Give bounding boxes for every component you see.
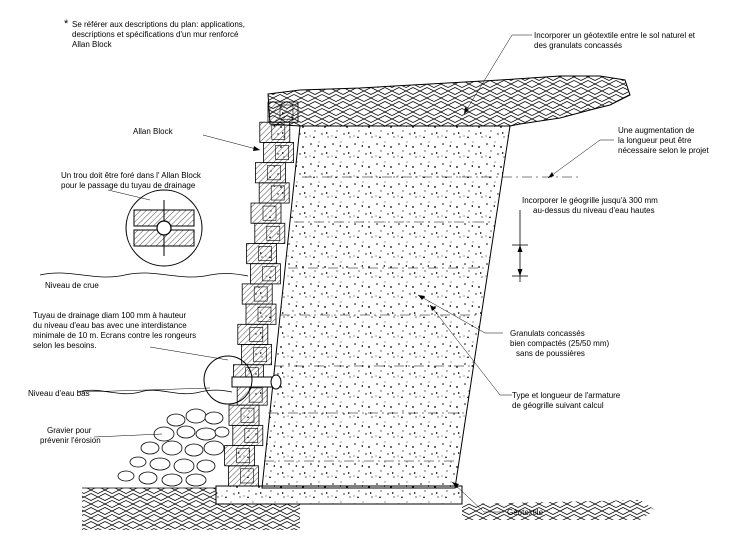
allan-block-core <box>267 165 281 181</box>
low-water-line <box>77 389 233 395</box>
label-drain-pipe-2: du niveau d'eau bas avec une interdistan… <box>33 321 187 330</box>
label-aggregate-3: sans de poussières <box>516 349 585 358</box>
erosion-gravel <box>117 408 230 487</box>
label-geogrid-300-2: au-dessus du niveau d'eau hautes <box>533 206 655 215</box>
note-block: * Se référer aux descriptions du plan: a… <box>64 18 245 49</box>
geogrid-layers <box>264 176 580 462</box>
allan-block-core <box>262 205 277 221</box>
allan-block-core <box>244 428 259 443</box>
label-geogrid-type-2: de géogrille suivant calcul <box>512 401 604 410</box>
allan-block-core <box>240 468 254 484</box>
ground-back <box>462 500 655 520</box>
natural-soil-top <box>267 75 631 127</box>
label-geogrid-type-1: Type et longueur de l'armature <box>512 391 621 400</box>
allan-block-core <box>249 327 264 342</box>
drain-pipe-callout-circle <box>203 355 253 405</box>
foundation-pad <box>215 485 463 505</box>
drain-pipe <box>231 374 282 390</box>
label-gravel-1: Gravier pour <box>47 426 92 435</box>
label-length-increase-1: Une augmentation de <box>618 126 695 135</box>
allan-block-core <box>257 306 272 322</box>
allan-block-core <box>236 448 250 464</box>
label-drill-hole-1: Un trou doit être foré dans l' Allan Blo… <box>61 171 202 180</box>
allan-block-core <box>262 266 276 282</box>
detail-drill-hole <box>125 189 203 267</box>
note-line-2: descriptions et spécifications d'un mur … <box>72 30 239 39</box>
allan-block-core <box>258 246 272 261</box>
label-aggregate-1: Granulats concassés <box>510 329 585 338</box>
flood-level-line <box>39 272 249 278</box>
allan-block-core <box>248 387 263 403</box>
label-geogrid-300-1: Incorporer le géogrille jusqu'à 300 mm <box>522 196 658 205</box>
note-bullet: * <box>64 18 69 30</box>
label-aggregate-2: bien compactés (25/50 mm) <box>510 339 609 348</box>
label-drill-hole-2: pour le passage du tuyau de drainage <box>61 181 196 190</box>
label-geotextile-bottom: Géotextile <box>507 508 544 517</box>
allan-block-core <box>270 185 285 201</box>
allan-block-core <box>253 347 267 363</box>
label-geotextile-top-2: des granulats concassés <box>534 41 622 50</box>
label-allan-block: Allan Block <box>133 127 174 136</box>
label-geotextile-top-1: Incorporer un géotextile entre le sol na… <box>534 31 696 40</box>
ground-front <box>82 488 300 530</box>
note-line-3: Allan Block <box>72 40 113 49</box>
allan-block-core <box>279 104 294 120</box>
note-line-1: Se référer aux descriptions du plan: app… <box>72 20 245 29</box>
label-flood-level: Niveau de crue <box>45 281 99 290</box>
label-drain-pipe-3: minimale de 10 m. Ecrans contre les rong… <box>33 331 196 340</box>
label-drain-pipe-4: selon les besoins. <box>33 341 97 350</box>
label-low-water: Niveau d'eau bas <box>28 389 90 398</box>
allan-block-core <box>271 124 286 140</box>
compacted-aggregate-zone <box>261 125 511 489</box>
allan-block-core <box>275 145 289 160</box>
allan-block-core <box>240 407 255 423</box>
label-length-increase-2: la longueur peut être <box>618 136 692 145</box>
leader-lines <box>81 34 614 513</box>
label-length-increase-3: nécessaire selon le projet <box>618 146 709 155</box>
label-gravel-2: prévenir l'érosion <box>40 436 101 445</box>
label-drain-pipe-1: Tuyau de drainage diam 100 mm à hauteur <box>33 311 186 320</box>
allan-block-core <box>253 286 268 302</box>
allan-block-core <box>266 225 281 241</box>
dimension-300mm <box>512 210 528 282</box>
